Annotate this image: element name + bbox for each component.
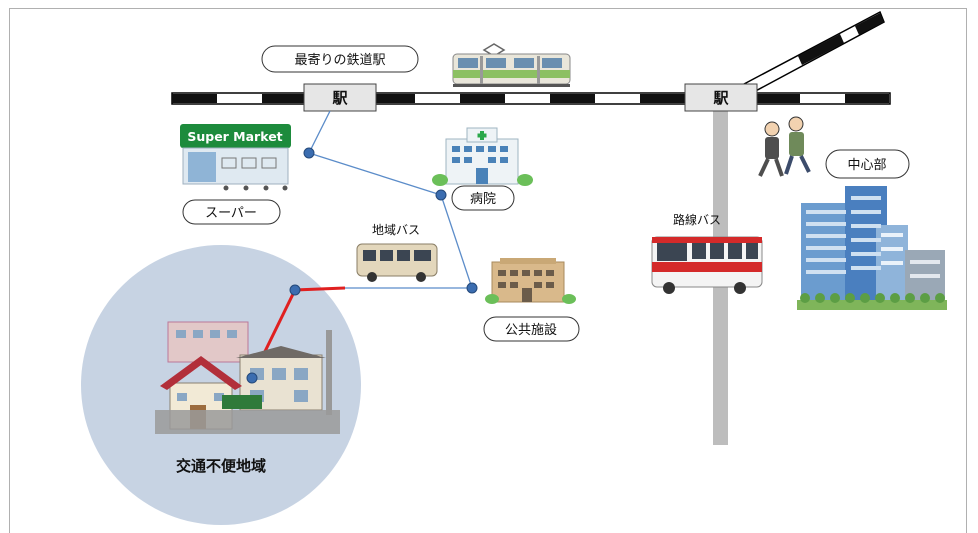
stop-hospital-dot: [435, 189, 447, 201]
center-label-box: [825, 149, 910, 179]
underserved-area-label: 交通不便地域: [176, 457, 266, 475]
railway-branch: [742, 10, 885, 95]
stop-supermarket-dot: [303, 147, 315, 159]
nearest-station-label: 最寄りの鉄道駅: [294, 52, 385, 68]
diagram-frame: [9, 8, 967, 533]
train-icon: [452, 43, 571, 87]
station-left-box: [303, 83, 377, 112]
city-buildings-icon: [797, 186, 947, 310]
route-bus-icon: [651, 236, 763, 294]
supermarket-icon: Super Market: [180, 124, 291, 191]
nearest-station-label-box: [261, 45, 419, 73]
center-label: 中心部: [847, 158, 886, 173]
stop-area-dot: [289, 284, 301, 296]
public-facility-label-box: [483, 316, 580, 342]
hospital-icon: [432, 127, 533, 186]
supermarket-label: スーパー: [205, 206, 257, 221]
stop-public-facility-dot: [466, 282, 478, 294]
supermarket-sign: Super Market: [187, 129, 282, 144]
station-right-box: [684, 83, 758, 112]
station-left-label: 駅: [331, 89, 348, 107]
public-facility-label: 公共施設: [505, 322, 557, 338]
home-dot: [246, 372, 258, 384]
railway-line: [171, 92, 891, 105]
community-bus-icon: [356, 243, 438, 282]
station-right-label: 駅: [712, 89, 729, 107]
community-bus-route: [308, 110, 473, 289]
supermarket-label-box: [182, 199, 281, 225]
route-bus-label: 路線バス: [673, 212, 721, 227]
houses-icon: [155, 321, 340, 434]
hospital-label-box: [451, 185, 515, 211]
community-bus-label: 地域バス: [372, 223, 420, 237]
hospital-label: 病院: [470, 192, 496, 207]
public-facility-icon: [485, 258, 576, 304]
pedestrians-icon: [758, 116, 811, 177]
